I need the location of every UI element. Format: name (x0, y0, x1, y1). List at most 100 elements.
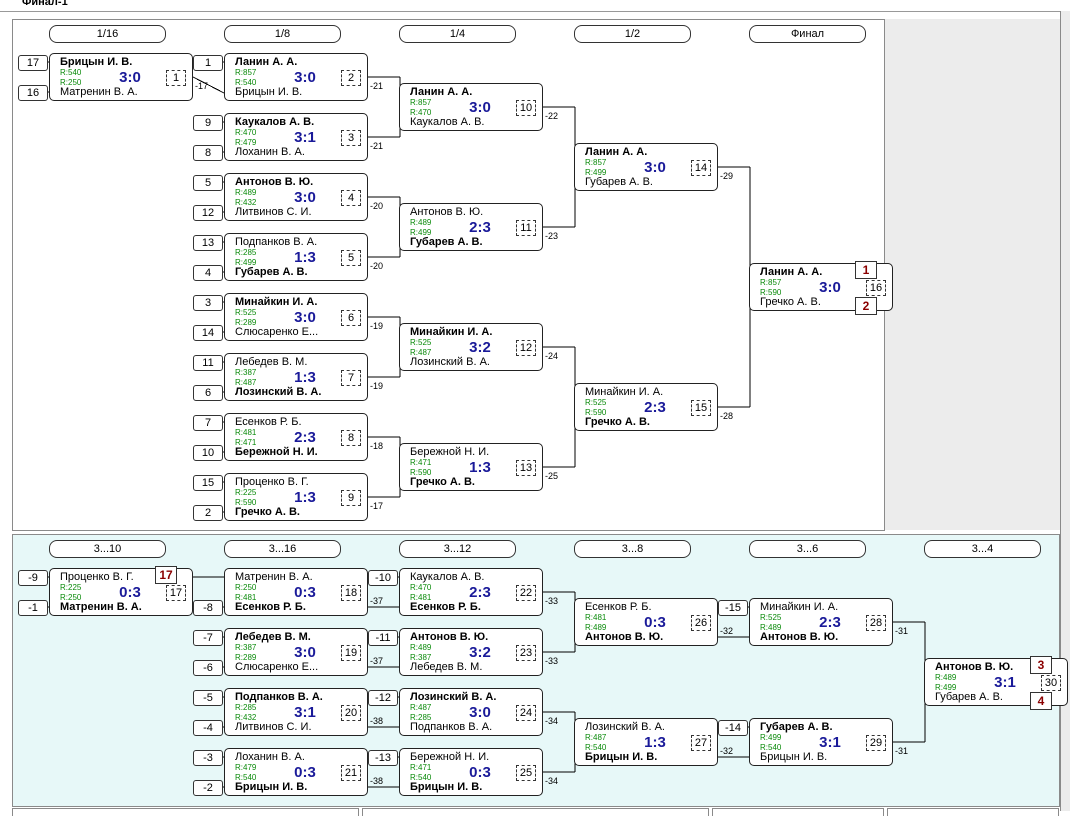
connector-line (192, 76, 225, 94)
seed-1: -15 (718, 600, 748, 616)
match-number[interactable]: 20 (341, 705, 361, 721)
player-1-name: Губарев А. В. (760, 721, 833, 733)
match-number[interactable]: 14 (691, 160, 711, 176)
match-number[interactable]: 24 (516, 705, 536, 721)
match-number[interactable]: 10 (516, 100, 536, 116)
seed-2: 8 (193, 145, 223, 161)
match-number[interactable]: 4 (341, 190, 361, 206)
place-badge: 4 (1030, 692, 1052, 710)
match-number[interactable]: 8 (341, 430, 361, 446)
player-1-rating: R:225 (60, 583, 82, 592)
seed-1: -14 (718, 720, 748, 736)
match-number[interactable]: 13 (516, 460, 536, 476)
player-1-rating: R:489 (935, 673, 957, 682)
match-number[interactable]: 11 (516, 220, 536, 236)
match-number[interactable]: 19 (341, 645, 361, 661)
player-1-name: Бережной Н. И. (410, 751, 490, 763)
match-number[interactable]: 9 (341, 490, 361, 506)
player-1-rating: R:525 (585, 398, 607, 407)
player-1-name: Проценко В. Г. (235, 476, 309, 488)
player-2-name: Гречко А. В. (585, 416, 650, 428)
player-2-rating: R:540 (760, 743, 782, 752)
match-number[interactable]: 12 (516, 340, 536, 356)
player-1-rating: R:525 (235, 308, 257, 317)
loser-destination: -20 (370, 261, 384, 271)
match-number[interactable]: 1 (166, 70, 186, 86)
match-number[interactable]: 3 (341, 130, 361, 146)
match-number[interactable]: 2 (341, 70, 361, 86)
player-1-name: Лозинский В. А. (585, 721, 665, 733)
place-badge: 17 (155, 566, 177, 584)
match-number[interactable]: 26 (691, 615, 711, 631)
player-2-name: Брицын И. В. (410, 781, 483, 793)
player-2-name: Гречко А. В. (235, 506, 300, 518)
player-2-rating: R:590 (235, 498, 257, 507)
loser-destination: -38 (370, 776, 384, 786)
match-number[interactable]: 21 (341, 765, 361, 781)
player-1-name: Бережной Н. И. (410, 446, 490, 458)
scrollbar-edge[interactable] (1060, 11, 1070, 811)
seed-1: 7 (193, 415, 223, 431)
player-2-name: Слюсаренко Е... (235, 326, 319, 338)
seed-1: 17 (18, 55, 48, 71)
match-number[interactable]: 29 (866, 735, 886, 751)
place-badge: 2 (855, 297, 877, 315)
match-number[interactable]: 22 (516, 585, 536, 601)
player-2-rating: R:487 (235, 378, 257, 387)
player-2-name: Подпанков В. А. (410, 721, 493, 733)
player-2-rating: R:481 (410, 593, 432, 602)
match-number[interactable]: 18 (341, 585, 361, 601)
match-number[interactable]: 6 (341, 310, 361, 326)
loser-destination: -23 (545, 231, 559, 241)
match-number[interactable]: 16 (866, 280, 886, 296)
player-2-name: Губарев А. В. (935, 691, 1003, 703)
match-score: 1:3 (469, 459, 491, 476)
match-number[interactable]: 30 (1041, 675, 1061, 691)
round-header: Финал (749, 25, 866, 43)
match-number[interactable]: 17 (166, 585, 186, 601)
match-number[interactable]: 7 (341, 370, 361, 386)
match-number[interactable]: 28 (866, 615, 886, 631)
match-number[interactable]: 23 (516, 645, 536, 661)
match-number[interactable]: 5 (341, 250, 361, 266)
match-number[interactable]: 27 (691, 735, 711, 751)
player-1-name: Лоханин В. А. (235, 751, 305, 763)
match-number[interactable]: 25 (516, 765, 536, 781)
match-score: 3:0 (294, 69, 316, 86)
loser-destination: -33 (545, 596, 559, 606)
match-number[interactable]: 15 (691, 400, 711, 416)
player-2-rating: R:499 (585, 168, 607, 177)
player-1-name: Минайкин И. А. (235, 296, 318, 308)
player-2-name: Лоханин В. А. (235, 146, 305, 158)
match-score: 2:3 (294, 429, 316, 446)
